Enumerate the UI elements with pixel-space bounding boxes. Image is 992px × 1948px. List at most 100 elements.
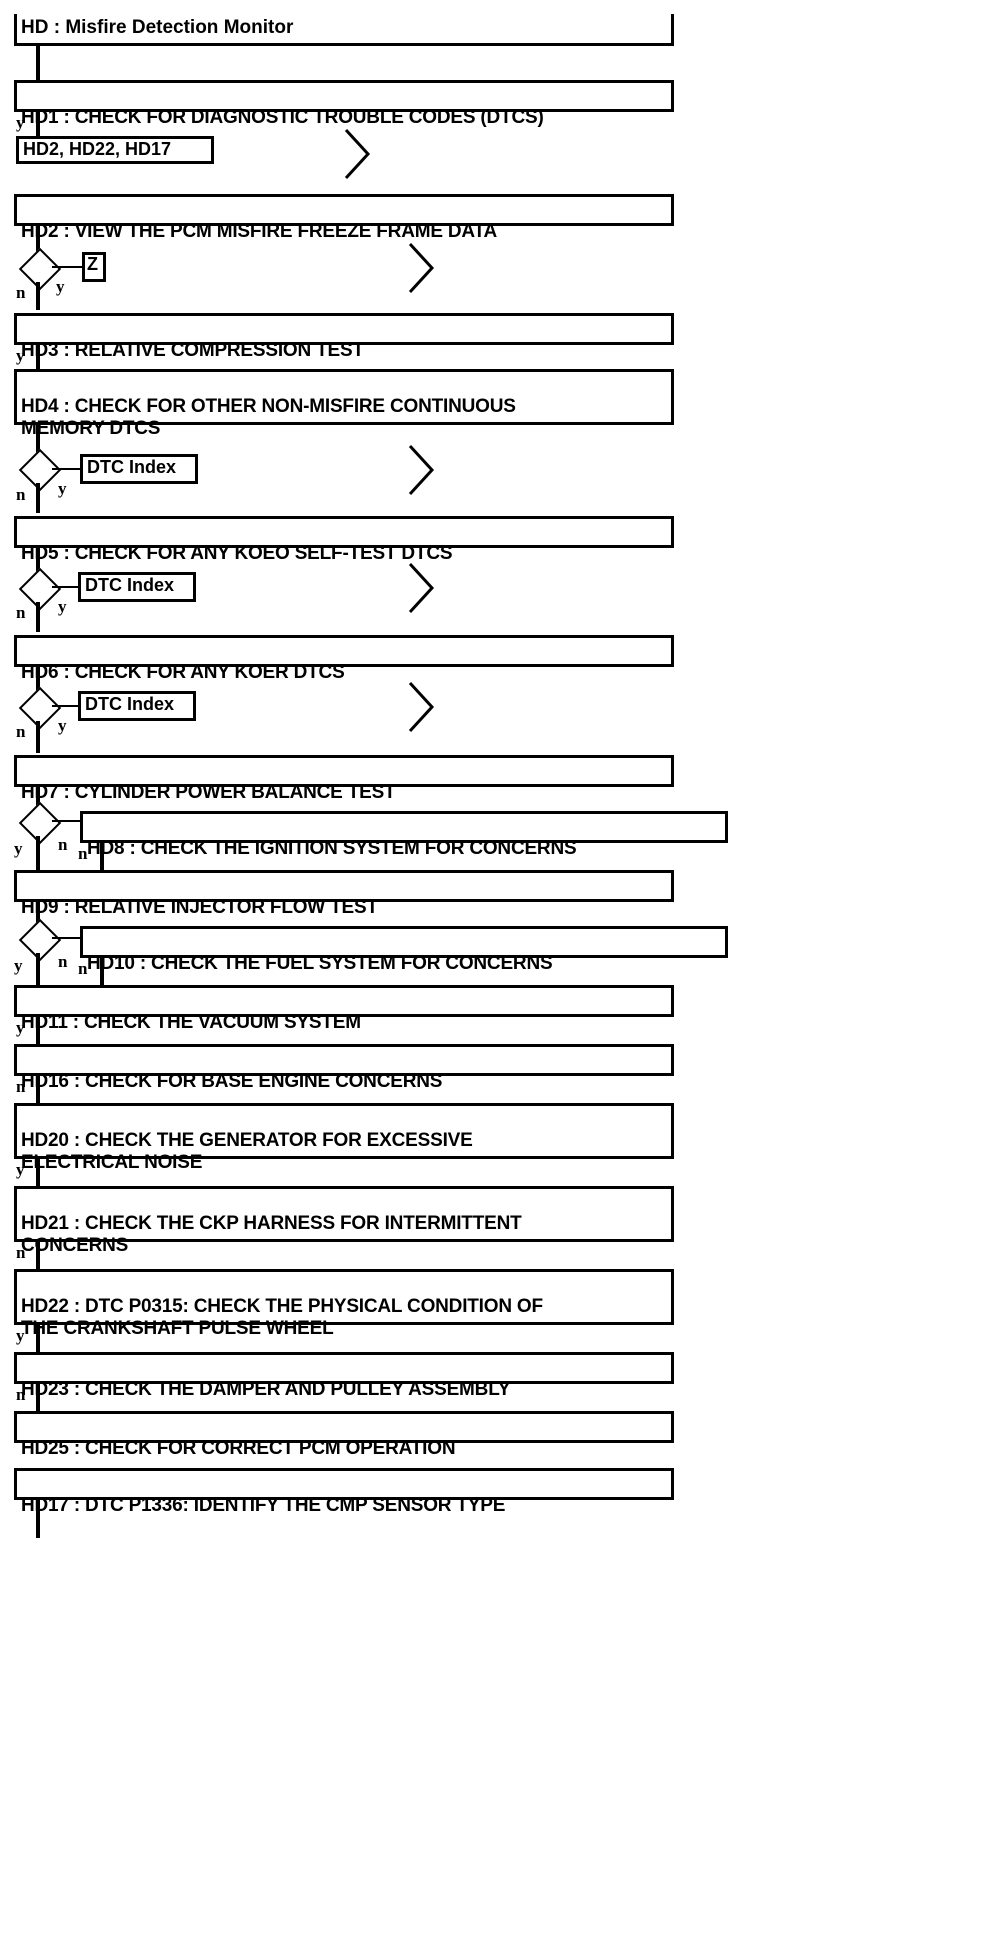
node-ref-z[interactable]: Z xyxy=(82,252,106,282)
node-hd20-label: HD20 : CHECK THE GENERATOR FOR EXCESSIVE… xyxy=(21,1130,473,1173)
node-hd16-label: HD16 : CHECK FOR BASE ENGINE CONCERNS xyxy=(21,1071,443,1093)
decision-hd9[interactable] xyxy=(18,918,62,962)
node-hd1-label: HD1 : CHECK FOR DIAGNOSTIC TROUBLE CODES… xyxy=(21,107,544,129)
connector-hd21-to-hd22 xyxy=(36,1242,40,1269)
edge-label-hd20-yes: y xyxy=(16,1160,25,1179)
node-hd9-label: HD9 : RELATIVE INJECTOR FLOW TEST xyxy=(21,897,378,919)
node-hd17-label: HD17 : DTC P1336: IDENTIFY THE CMP SENSO… xyxy=(21,1495,506,1517)
node-ref-hd2-hd22-hd17-label: HD2, HD22, HD17 xyxy=(23,139,172,159)
connector-hd5-no-down xyxy=(36,602,40,632)
connector-hd20-to-hd21 xyxy=(36,1159,40,1186)
connector-hd5-to-decision xyxy=(36,548,40,574)
edge-label-hd23-no: n xyxy=(16,1385,26,1404)
connector-hd6-yes-to-ref4 xyxy=(52,705,82,707)
connector-hd2-to-decision xyxy=(36,226,40,254)
offpage-chevron-5[interactable] xyxy=(404,679,438,735)
edge-label-hd10-no: n xyxy=(78,959,88,978)
connector-hd4-yes-to-ref2 xyxy=(52,468,84,470)
node-hd3[interactable]: HD3 : RELATIVE COMPRESSION TEST xyxy=(14,313,674,361)
node-hd2[interactable]: HD2 : VIEW THE PCM MISFIRE FREEZE FRAME … xyxy=(14,194,674,242)
edge-label-hd2-yes: y xyxy=(56,277,65,296)
node-hd6[interactable]: HD6 : CHECK FOR ANY KOER DTCS xyxy=(14,635,674,683)
decision-hd7[interactable] xyxy=(18,801,62,845)
node-hd22-label: HD22 : DTC P0315: CHECK THE PHYSICAL CON… xyxy=(21,1296,543,1339)
connector-hd16-to-hd20 xyxy=(36,1076,40,1103)
edge-label-hd5-no: n xyxy=(16,603,26,622)
connector-hd22-to-hd23 xyxy=(36,1325,40,1352)
node-hd7-label: HD7 : CYLINDER POWER BALANCE TEST xyxy=(21,782,396,804)
node-ref-z-label: Z xyxy=(87,254,98,274)
node-ref-dtc-index-2[interactable]: DTC Index xyxy=(78,572,196,602)
connector-hd4-no-down xyxy=(36,483,40,513)
offpage-chevron-3[interactable] xyxy=(404,442,438,498)
node-hd23-label: HD23 : CHECK THE DAMPER AND PULLEY ASSEM… xyxy=(21,1379,511,1401)
connector-hd11-to-hd16 xyxy=(36,1017,40,1044)
node-hd9[interactable]: HD9 : RELATIVE INJECTOR FLOW TEST xyxy=(14,870,674,918)
connector-hd9-to-decision xyxy=(36,902,40,930)
connector-hd2-no-down xyxy=(36,282,40,310)
connector-hd17-down xyxy=(36,1500,40,1538)
edge-label-hd21-no: n xyxy=(16,1243,26,1262)
edge-label-hd6-yes: y xyxy=(58,716,67,735)
node-ref-dtc-index-1-label: DTC Index xyxy=(87,457,177,477)
node-hd17[interactable]: HD17 : DTC P1336: IDENTIFY THE CMP SENSO… xyxy=(14,1468,674,1516)
node-hd11-label: HD11 : CHECK THE VACUUM SYSTEM xyxy=(21,1012,361,1034)
connector-hd6-no-down xyxy=(36,721,40,753)
node-hd-title[interactable]: HD : Misfire Detection Monitor xyxy=(14,14,674,46)
edge-label-hd11-yes: y xyxy=(16,1018,25,1037)
offpage-chevron-2[interactable] xyxy=(404,240,438,296)
node-ref-dtc-index-3[interactable]: DTC Index xyxy=(78,691,196,721)
connector-hd9-yes-down xyxy=(36,953,40,985)
connector-hd23-to-hd25 xyxy=(36,1384,40,1411)
node-ref-hd2-hd22-hd17[interactable]: HD2, HD22, HD17 xyxy=(16,136,214,164)
connector-hd3-to-hd4 xyxy=(36,345,40,369)
node-hd23[interactable]: HD23 : CHECK THE DAMPER AND PULLEY ASSEM… xyxy=(14,1352,674,1400)
node-hd21-label: HD21 : CHECK THE CKP HARNESS FOR INTERMI… xyxy=(21,1213,522,1256)
node-ref-dtc-index-2-label: DTC Index xyxy=(85,575,175,595)
node-hd25-label: HD25 : CHECK FOR CORRECT PCM OPERATION xyxy=(21,1438,456,1460)
node-hd-title-label: HD : Misfire Detection Monitor xyxy=(21,17,294,38)
connector-hd-to-hd1 xyxy=(36,46,40,80)
decision-hd4[interactable] xyxy=(18,448,62,492)
offpage-chevron-4[interactable] xyxy=(404,560,438,616)
node-hd5[interactable]: HD5 : CHECK FOR ANY KOEO SELF-TEST DTCS xyxy=(14,516,674,564)
node-ref-dtc-index-3-label: DTC Index xyxy=(85,694,175,714)
node-hd10[interactable]: HD10 : CHECK THE FUEL SYSTEM FOR CONCERN… xyxy=(80,926,728,974)
edge-label-hd8-no: n xyxy=(78,844,88,863)
node-hd7[interactable]: HD7 : CYLINDER POWER BALANCE TEST xyxy=(14,755,674,803)
node-hd20[interactable]: HD20 : CHECK THE GENERATOR FOR EXCESSIVE… xyxy=(14,1103,674,1173)
edge-label-hd3-yes: y xyxy=(16,346,25,365)
node-hd22[interactable]: HD22 : DTC P0315: CHECK THE PHYSICAL CON… xyxy=(14,1269,674,1339)
connector-hd10-no-down xyxy=(100,958,104,985)
node-hd8-label: HD8 : CHECK THE IGNITION SYSTEM FOR CONC… xyxy=(87,838,577,860)
node-hd4[interactable]: HD4 : CHECK FOR OTHER NON-MISFIRE CONTIN… xyxy=(14,369,674,439)
node-hd2-label: HD2 : VIEW THE PCM MISFIRE FREEZE FRAME … xyxy=(21,221,498,243)
edge-label-hd6-no: n xyxy=(16,722,26,741)
edge-label-hd7-yes: y xyxy=(14,839,23,858)
node-ref-dtc-index-1[interactable]: DTC Index xyxy=(80,454,198,484)
node-hd16[interactable]: HD16 : CHECK FOR BASE ENGINE CONCERNS xyxy=(14,1044,674,1092)
node-hd11[interactable]: HD11 : CHECK THE VACUUM SYSTEM xyxy=(14,985,674,1033)
connector-hd8-no-down xyxy=(100,843,104,870)
node-hd1[interactable]: HD1 : CHECK FOR DIAGNOSTIC TROUBLE CODES… xyxy=(14,80,674,128)
node-hd21[interactable]: HD21 : CHECK THE CKP HARNESS FOR INTERMI… xyxy=(14,1186,674,1256)
node-hd5-label: HD5 : CHECK FOR ANY KOEO SELF-TEST DTCS xyxy=(21,543,453,565)
connector-hd7-no-to-hd8 xyxy=(52,820,82,822)
connector-hd7-to-decision xyxy=(36,787,40,815)
node-hd8[interactable]: HD8 : CHECK THE IGNITION SYSTEM FOR CONC… xyxy=(80,811,728,859)
edge-label-hd22-yes: y xyxy=(16,1326,25,1345)
edge-label-hd5-yes: y xyxy=(58,597,67,616)
edge-label-hd9-yes: y xyxy=(14,956,23,975)
edge-label-hd16-no: n xyxy=(16,1077,26,1096)
offpage-chevron-1[interactable] xyxy=(340,126,374,182)
connector-hd6-to-decision xyxy=(36,667,40,693)
node-hd4-label: HD4 : CHECK FOR OTHER NON-MISFIRE CONTIN… xyxy=(21,396,516,439)
connector-hd5-yes-to-ref3 xyxy=(52,586,82,588)
connector-hd7-yes-down xyxy=(36,836,40,870)
edge-label-hd1-yes: y xyxy=(16,113,25,132)
connector-hd1-to-ref1 xyxy=(36,112,40,136)
node-hd25[interactable]: HD25 : CHECK FOR CORRECT PCM OPERATION xyxy=(14,1411,674,1459)
node-hd10-label: HD10 : CHECK THE FUEL SYSTEM FOR CONCERN… xyxy=(87,953,553,975)
node-hd3-label: HD3 : RELATIVE COMPRESSION TEST xyxy=(21,340,364,362)
edge-label-hd7-no: n xyxy=(58,835,68,854)
